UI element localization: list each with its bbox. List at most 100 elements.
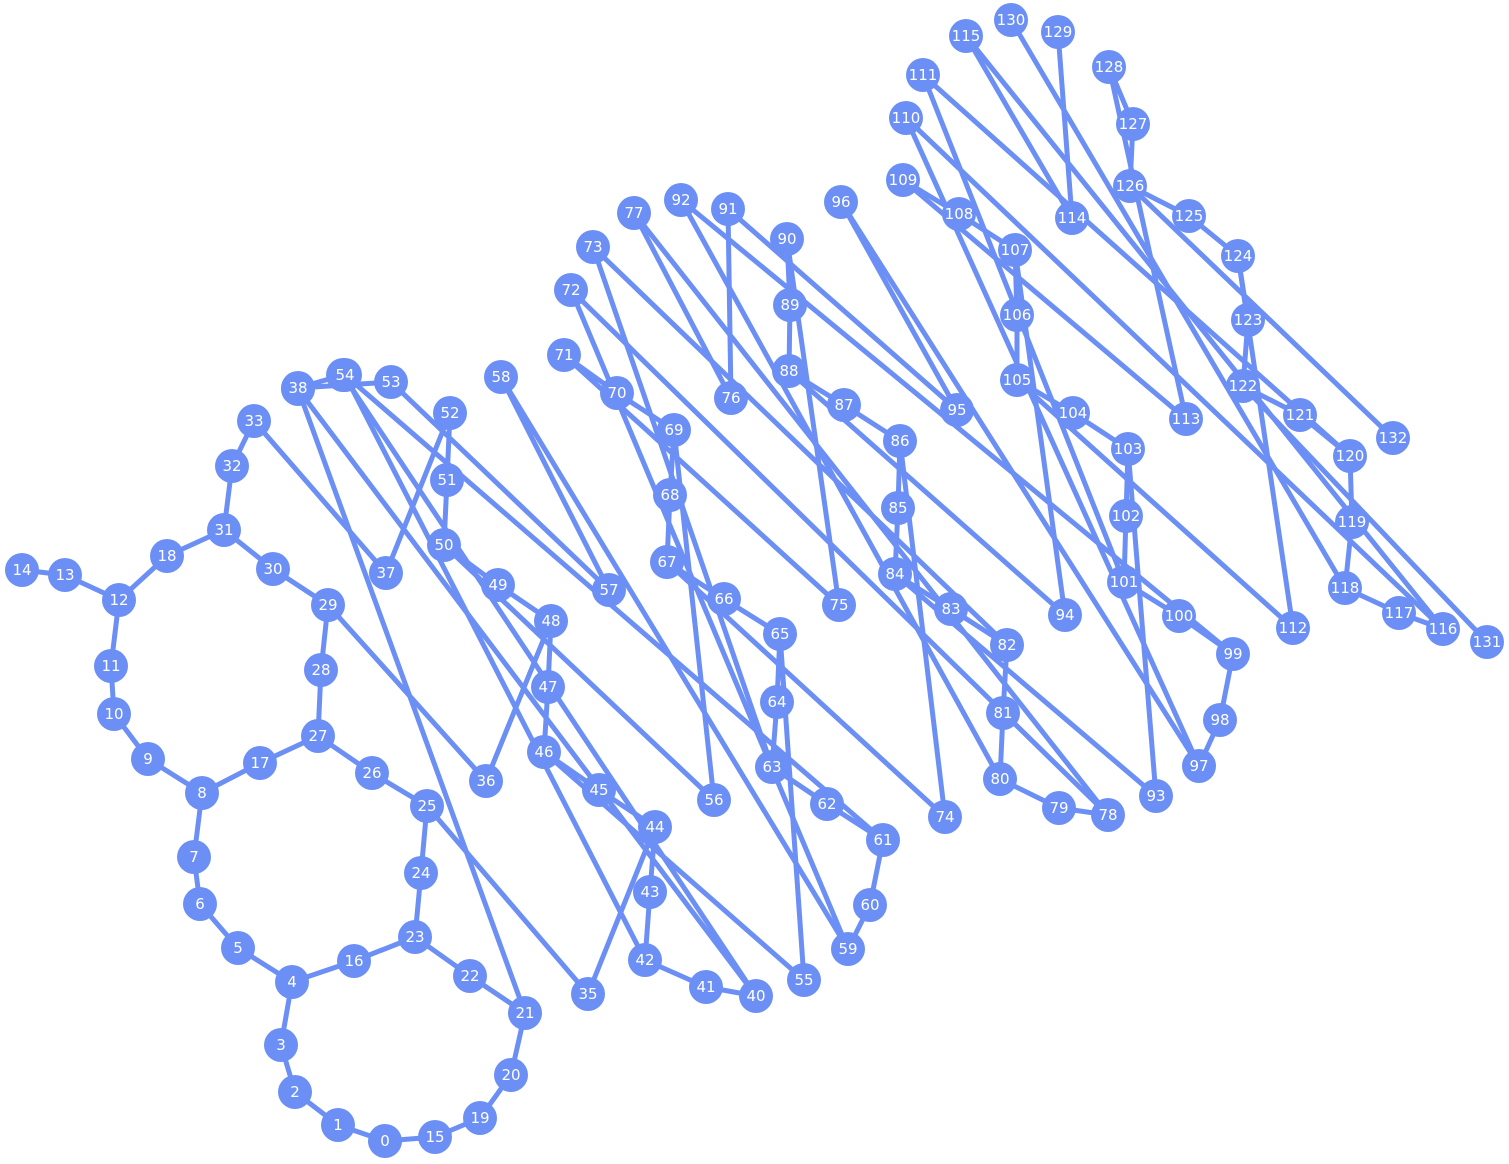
node-circle	[5, 553, 39, 587]
node-56: 56	[697, 783, 731, 817]
node-16: 16	[337, 944, 371, 978]
node-label: 95	[947, 401, 966, 419]
node-circle	[906, 58, 940, 92]
edge-57-58	[498, 374, 612, 593]
node-85: 85	[881, 491, 915, 525]
node-61: 61	[866, 823, 900, 857]
node-circle	[243, 746, 277, 780]
node-circle	[547, 338, 581, 372]
node-circle	[940, 393, 974, 427]
node-circle	[463, 1101, 497, 1135]
node-label: 27	[308, 727, 327, 745]
node-24: 24	[404, 856, 438, 890]
node-128: 128	[1092, 50, 1126, 84]
node-8: 8	[185, 776, 219, 810]
node-105: 105	[1000, 363, 1034, 397]
node-label: 7	[189, 848, 199, 866]
node-label: 120	[1336, 447, 1365, 465]
node-53: 53	[374, 365, 408, 399]
node-label: 36	[476, 772, 495, 790]
node-13: 13	[48, 558, 82, 592]
node-circle	[131, 742, 165, 776]
node-44: 44	[638, 810, 672, 844]
node-circle	[281, 371, 315, 405]
node-label: 74	[935, 808, 954, 826]
node-circle	[1226, 369, 1260, 403]
node-75: 75	[822, 588, 856, 622]
edge-120-111	[920, 72, 1353, 459]
node-circle	[484, 360, 518, 394]
node-circle	[237, 404, 271, 438]
node-label: 119	[1338, 513, 1367, 531]
node-circle	[1116, 107, 1150, 141]
node-circle	[1182, 749, 1216, 783]
node-label: 64	[767, 693, 786, 711]
node-circle	[994, 3, 1028, 37]
node-circle	[1276, 611, 1310, 645]
node-label: 5	[233, 939, 243, 957]
node-label: 103	[1114, 440, 1143, 458]
node-31: 31	[207, 513, 241, 547]
edge-77-76	[631, 210, 734, 401]
node-label: 12	[109, 591, 128, 609]
node-21: 21	[508, 996, 542, 1030]
node-43: 43	[633, 875, 667, 909]
node-label: 38	[288, 379, 307, 397]
node-circle	[633, 875, 667, 909]
node-91: 91	[711, 192, 745, 226]
node-9: 9	[131, 742, 165, 776]
node-79: 79	[1042, 791, 1076, 825]
node-41: 41	[689, 970, 723, 1004]
node-72: 72	[554, 273, 588, 307]
node-label: 76	[721, 389, 740, 407]
node-label: 93	[1146, 787, 1165, 805]
node-label: 9	[143, 750, 153, 768]
node-circle	[1111, 432, 1145, 466]
node-1: 1	[321, 1108, 355, 1142]
node-circle	[707, 582, 741, 616]
node-label: 83	[941, 600, 960, 618]
node-65: 65	[763, 617, 797, 651]
node-label: 130	[997, 11, 1026, 29]
node-99: 99	[1216, 637, 1250, 671]
node-63: 63	[755, 750, 789, 784]
node-circle	[1283, 398, 1317, 432]
node-circle	[650, 545, 684, 579]
node-label: 2	[290, 1083, 300, 1101]
node-circle	[1169, 402, 1203, 436]
node-132: 132	[1376, 421, 1410, 455]
node-label: 3	[276, 1036, 286, 1054]
node-circle	[1109, 499, 1143, 533]
node-label: 41	[696, 978, 715, 996]
node-label: 118	[1331, 579, 1360, 597]
node-label: 114	[1058, 209, 1087, 227]
node-circle	[1091, 798, 1125, 832]
node-circle	[275, 965, 309, 999]
node-circle	[628, 943, 662, 977]
node-107: 107	[998, 233, 1032, 267]
node-circle	[430, 463, 464, 497]
node-label: 91	[718, 200, 737, 218]
node-circle	[527, 735, 561, 769]
node-circle	[571, 977, 605, 1011]
node-28: 28	[304, 653, 338, 687]
node-label: 80	[990, 770, 1009, 788]
node-23: 23	[398, 920, 432, 954]
node-label: 122	[1229, 377, 1258, 395]
node-97: 97	[1182, 749, 1216, 783]
node-label: 72	[561, 281, 580, 299]
node-label: 50	[434, 536, 453, 554]
edge-54-42	[342, 372, 648, 963]
edge-78-77	[631, 210, 1111, 818]
node-label: 85	[888, 499, 907, 517]
node-circle	[410, 789, 444, 823]
node-25: 25	[410, 789, 444, 823]
node-circle	[1470, 625, 1504, 659]
node-circle	[97, 697, 131, 731]
node-88: 88	[772, 354, 806, 388]
node-42: 42	[628, 943, 662, 977]
node-circle	[638, 810, 672, 844]
node-115: 115	[949, 19, 983, 53]
node-label: 45	[589, 781, 608, 799]
node-50: 50	[427, 528, 461, 562]
